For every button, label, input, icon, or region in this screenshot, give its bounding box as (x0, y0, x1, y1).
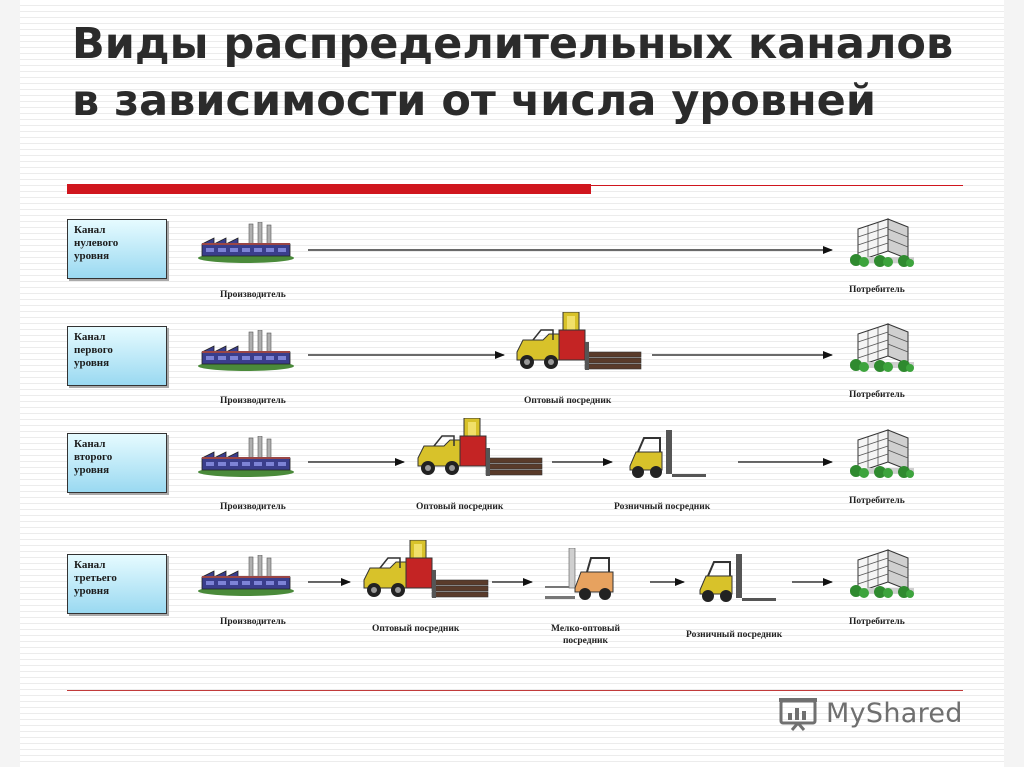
retail-label: Розничный посредник (614, 502, 711, 512)
consumer-label: Потребитель (849, 390, 905, 400)
level-label: Канал (74, 331, 106, 343)
level-box-three: Канал третьего уровня (67, 554, 167, 614)
producer-label: Производитель (220, 502, 286, 512)
presentation-board-icon (779, 698, 817, 731)
small-wholesale-label-line: посредник (562, 636, 608, 646)
level-label: уровня (74, 585, 110, 597)
brand-name: MyShared (826, 697, 963, 729)
producer-label: Производитель (220, 617, 286, 627)
level-box-one: Канал первого уровня (67, 326, 167, 386)
level-label: Канал (74, 559, 106, 571)
level-label: третьего (74, 572, 117, 584)
level-label: Канал (74, 224, 106, 236)
level-label: уровня (74, 464, 110, 476)
slide-title: Виды распределительных каналов в зависим… (72, 19, 954, 126)
level-label: нулевого (74, 237, 119, 249)
title-accent-bar (67, 184, 591, 194)
right-frame (1004, 0, 1024, 767)
producer-label: Производитель (220, 290, 286, 300)
title-accent-line (591, 185, 963, 186)
brand-logo[interactable]: MyShared (778, 693, 963, 733)
level-box-two: Канал второго уровня (67, 433, 167, 493)
small-wholesale-label: Мелко-оптовый посредник (551, 623, 620, 647)
consumer-label: Потребитель (849, 496, 905, 506)
consumer-label: Потребитель (849, 285, 905, 295)
wholesale-label: Оптовый посредник (372, 624, 460, 634)
level-label: уровня (74, 357, 110, 369)
level-label: Канал (74, 438, 106, 450)
retail-label: Розничный посредник (686, 630, 783, 640)
consumer-label: Потребитель (849, 617, 905, 627)
level-box-zero: Канал нулевого уровня (67, 219, 167, 279)
wholesale-label: Оптовый посредник (416, 502, 504, 512)
small-wholesale-label-line: Мелко-оптовый (551, 624, 620, 634)
wholesale-label: Оптовый посредник (524, 396, 612, 406)
producer-label: Производитель (220, 396, 286, 406)
level-label: второго (74, 451, 113, 463)
bottom-divider (67, 690, 963, 691)
left-frame (0, 0, 20, 767)
level-label: уровня (74, 250, 110, 262)
level-label: первого (74, 344, 113, 356)
